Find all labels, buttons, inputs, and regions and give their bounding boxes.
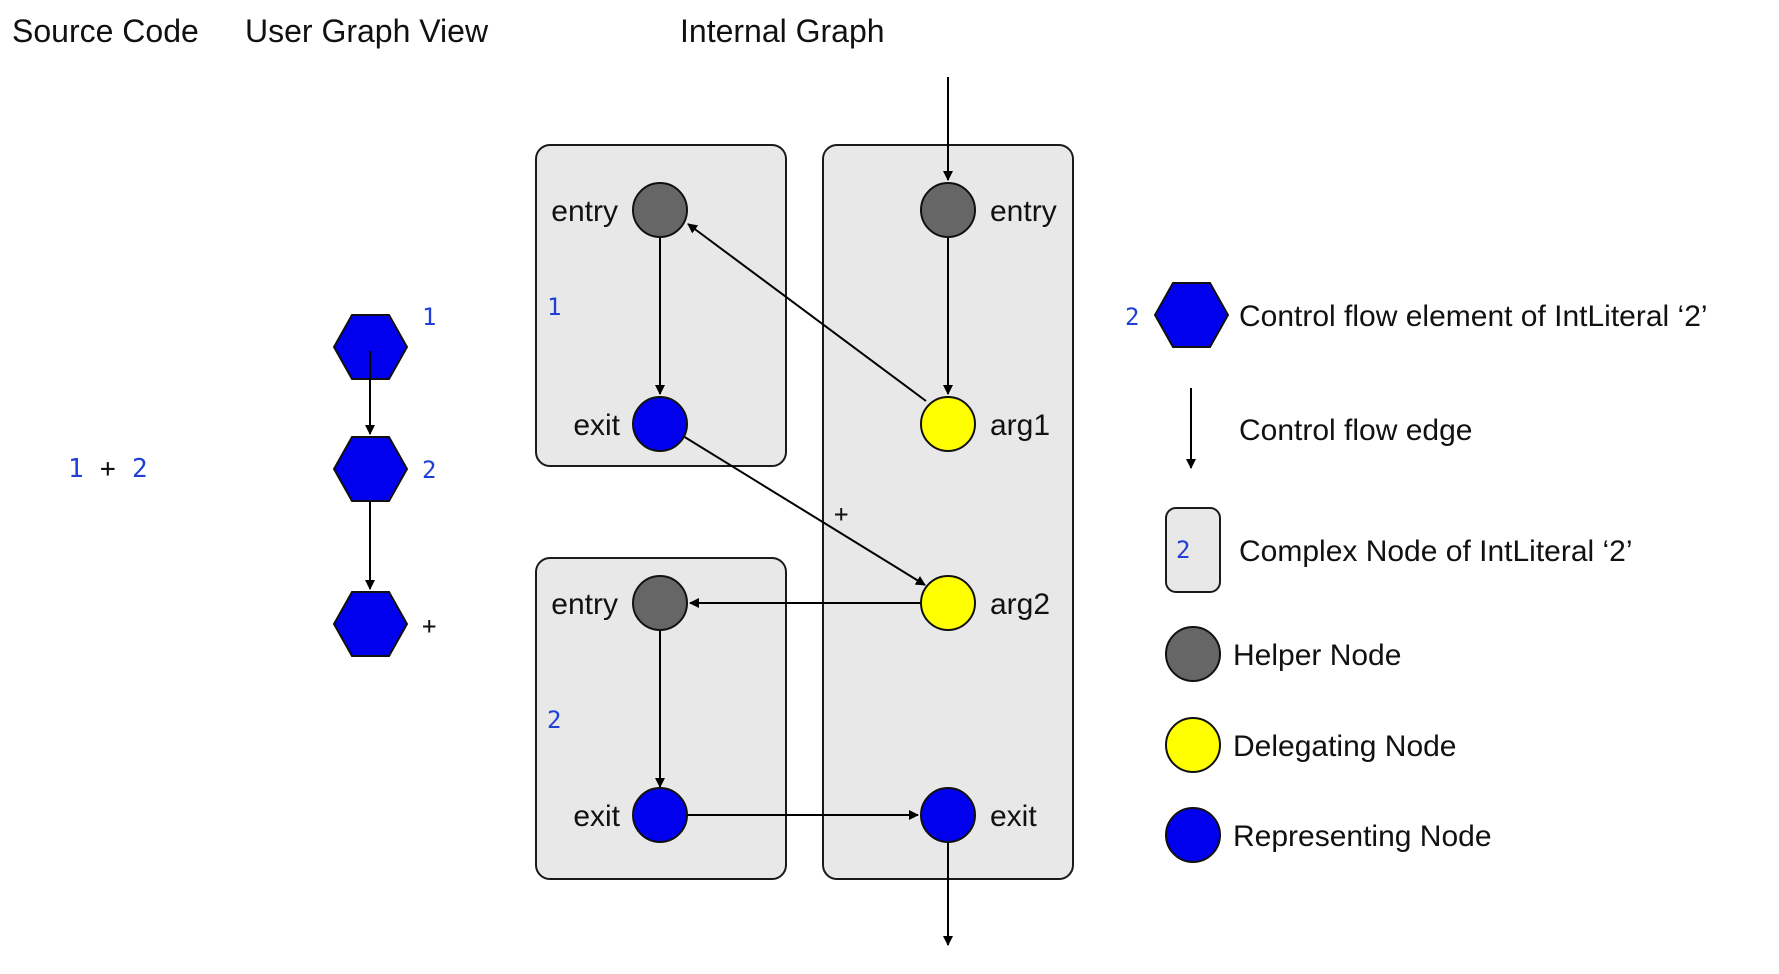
legend-delegating-node-label: Delegating Node xyxy=(1233,730,1457,763)
plus-arg1-delegating-node xyxy=(920,396,976,452)
legend-representing-node-icon xyxy=(1165,807,1221,863)
plus-box-tag: + xyxy=(834,500,848,528)
header-source-code: Source Code xyxy=(12,13,199,49)
box1-entry-helper-node xyxy=(632,182,688,238)
legend-cf-element-label: Control flow element of IntLiteral ‘2’ xyxy=(1239,300,1708,333)
complex-node-plus-content: entry arg1 + arg2 exit xyxy=(834,182,1057,843)
plus-exit-representing-node xyxy=(920,787,976,843)
source-code-expression: 1 + 2 xyxy=(68,454,148,484)
user-node-1-hexagon-icon xyxy=(332,314,409,380)
legend-cf-element-tag: 2 xyxy=(1125,303,1139,331)
box2-entry-helper-node xyxy=(632,575,688,631)
source-right-literal: 2 xyxy=(132,454,148,484)
legend-helper-node-label: Helper Node xyxy=(1233,639,1401,672)
plus-arg2-delegating-node xyxy=(920,575,976,631)
box1-exit-representing-node xyxy=(632,396,688,452)
complex-node-1-content: entry 1 exit xyxy=(547,182,688,452)
user-node-1-label: 1 xyxy=(422,303,436,331)
user-node-plus-hexagon-icon xyxy=(332,591,409,657)
legend-representing-node-label: Representing Node xyxy=(1233,820,1492,853)
source-left-literal: 1 xyxy=(68,454,84,484)
box2-exit-label: exit xyxy=(573,800,620,833)
legend: 2 Control flow element of IntLiteral ‘2’… xyxy=(1125,282,1708,863)
box2-tag: 2 xyxy=(547,706,561,734)
user-node-2-hexagon-icon xyxy=(332,436,409,502)
box1-tag: 1 xyxy=(547,293,561,321)
legend-delegating-node-icon xyxy=(1165,717,1221,773)
plus-arg2-label: arg2 xyxy=(990,588,1050,621)
source-operator: + xyxy=(100,454,116,484)
internal-graph-edges xyxy=(655,77,953,946)
legend-helper-node-icon xyxy=(1165,626,1221,682)
plus-entry-helper-node xyxy=(920,182,976,238)
user-node-2-label: 2 xyxy=(422,456,436,484)
complex-node-2-content: entry 2 exit xyxy=(547,575,688,843)
legend-complex-node-label: Complex Node of IntLiteral ‘2’ xyxy=(1239,535,1633,568)
box2-entry-label: entry xyxy=(551,588,618,621)
plus-entry-label: entry xyxy=(990,195,1057,228)
header-user-graph-view: User Graph View xyxy=(245,13,489,49)
plus-arg1-label: arg1 xyxy=(990,409,1050,442)
user-graph-view: 1 2 + xyxy=(332,303,436,657)
legend-cf-element-hexagon-icon xyxy=(1153,282,1230,348)
box2-exit-representing-node xyxy=(632,787,688,843)
plus-exit-label: exit xyxy=(990,800,1037,833)
edge-arg1-to-box1-entry xyxy=(687,223,927,402)
edge-box1-exit-to-arg2 xyxy=(682,435,926,586)
box1-entry-label: entry xyxy=(551,195,618,228)
box1-exit-label: exit xyxy=(573,409,620,442)
legend-cf-edge-label: Control flow edge xyxy=(1239,414,1472,447)
legend-complex-node-tag: 2 xyxy=(1176,536,1190,564)
user-node-plus-label: + xyxy=(422,612,436,640)
header-internal-graph: Internal Graph xyxy=(680,13,885,49)
legend-complex-node-box-icon xyxy=(1165,507,1221,593)
